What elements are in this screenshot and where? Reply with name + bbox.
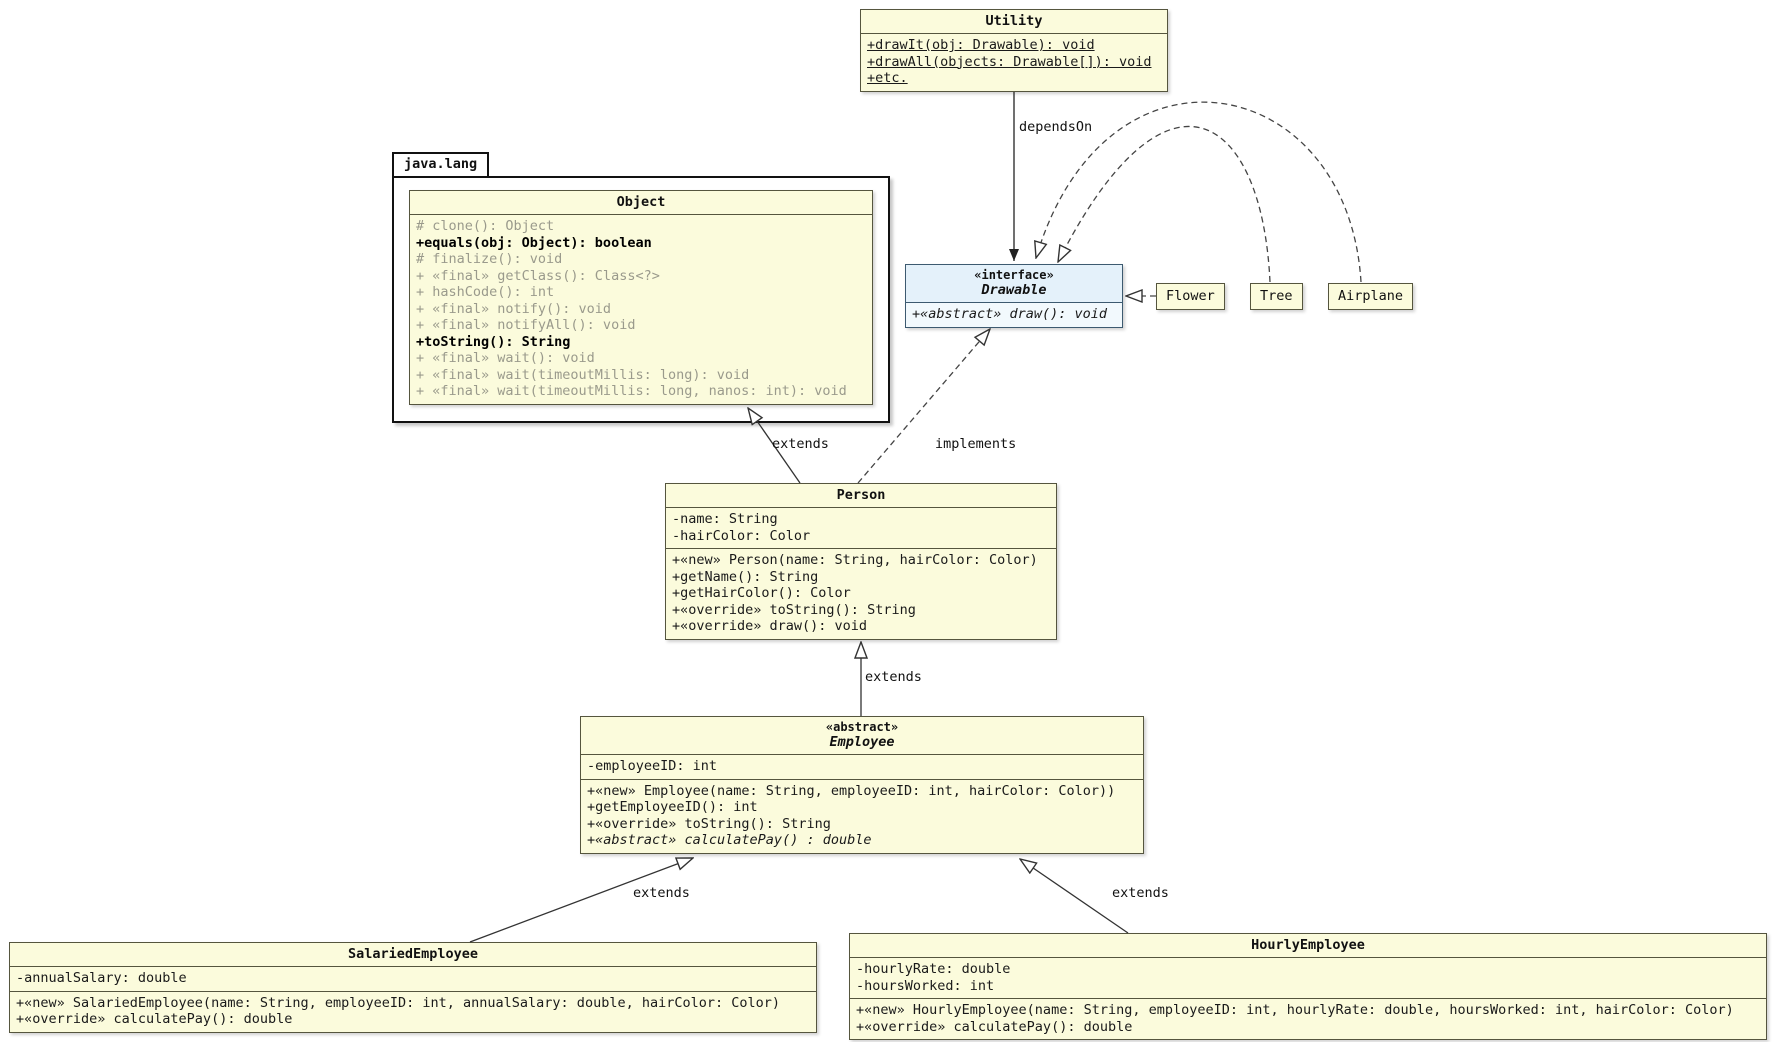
- attribute-row: -annualSalary: double: [16, 970, 187, 986]
- class-name: Employee: [829, 734, 895, 750]
- edge-label-implements: implements: [935, 436, 1017, 452]
- method-row: + «final» notify(): void: [416, 300, 612, 317]
- method-row: + «final» notifyAll(): void: [416, 317, 636, 333]
- class-airplane: Airplane: [1328, 283, 1414, 310]
- method-row: +«new» Person(name: String, hairColor: C…: [672, 552, 1038, 568]
- package-name: java.lang: [404, 156, 478, 172]
- class-title: Flower: [1166, 288, 1215, 304]
- method-row: +«override» calculatePay(): double: [856, 1018, 1133, 1035]
- class-title: HourlyEmployee: [850, 934, 1766, 958]
- edge-label-extends-salaried: extends: [633, 885, 690, 901]
- edge-label-dependson: dependsOn: [1019, 119, 1093, 135]
- methods-section: +«abstract» draw(): void: [906, 303, 1122, 327]
- class-employee: «abstract» Employee -employeeID: int +«n…: [580, 716, 1144, 854]
- method-row: +drawIt(obj: Drawable): void: [867, 37, 1095, 53]
- methods-section: +«new» SalariedEmployee(name: String, em…: [10, 990, 816, 1032]
- class-title: Object: [410, 191, 872, 215]
- class-flower: Flower: [1156, 283, 1225, 310]
- method-row: + «final» wait(): void: [416, 350, 595, 366]
- class-title: Person: [666, 484, 1056, 508]
- method-row: # finalize(): void: [416, 251, 563, 267]
- attribute-row: -name: String: [672, 511, 778, 527]
- method-row: +getName(): String: [672, 568, 819, 585]
- method-row: + «final» getClass(): Class<?>: [416, 267, 660, 284]
- method-row: +etc.: [867, 70, 908, 86]
- methods-section: +drawIt(obj: Drawable): void +drawAll(ob…: [861, 34, 1167, 91]
- class-title: Tree: [1260, 288, 1293, 304]
- method-row: +toString(): String: [416, 333, 571, 350]
- methods-section: # clone(): Object +equals(obj: Object): …: [410, 215, 872, 404]
- method-row: # clone(): Object: [416, 218, 555, 234]
- method-row: +«override» toString(): String: [672, 601, 916, 618]
- method-row: +«override» toString(): String: [587, 815, 831, 832]
- attributes-section: -annualSalary: double: [10, 967, 816, 991]
- attribute-row: -employeeID: int: [587, 758, 718, 774]
- method-row: +drawAll(objects: Drawable[]): void: [867, 53, 1152, 70]
- method-row: +equals(obj: Object): boolean: [416, 234, 652, 251]
- class-title: «interface» Drawable: [906, 265, 1122, 303]
- method-row: +getHairColor(): Color: [672, 585, 851, 601]
- method-row: +getEmployeeID(): int: [587, 799, 758, 815]
- class-salariedemployee: SalariedEmployee -annualSalary: double +…: [9, 942, 817, 1033]
- class-title: SalariedEmployee: [10, 943, 816, 967]
- methods-section: +«new» Person(name: String, hairColor: C…: [666, 548, 1056, 639]
- method-row: +«new» HourlyEmployee(name: String, empl…: [856, 1002, 1734, 1018]
- method-row: + «final» wait(timeoutMillis: long): voi…: [416, 366, 750, 383]
- method-row: + hashCode(): int: [416, 284, 555, 300]
- stereotype-interface: «interface»: [974, 268, 1054, 282]
- method-row: +«override» calculatePay(): double: [16, 1011, 293, 1027]
- class-title: Airplane: [1338, 288, 1404, 304]
- class-title: «abstract» Employee: [581, 717, 1143, 755]
- attributes-section: -employeeID: int: [581, 755, 1143, 779]
- attribute-row: -hairColor: Color: [672, 527, 811, 544]
- class-tree: Tree: [1250, 283, 1303, 310]
- edge-label-extends-employee: extends: [865, 669, 922, 685]
- package-tab-java-lang: java.lang: [392, 152, 490, 176]
- method-row: +«abstract» calculatePay() : double: [587, 832, 872, 848]
- stereotype-abstract: «abstract»: [825, 720, 899, 734]
- method-row: +«new» SalariedEmployee(name: String, em…: [16, 994, 781, 1011]
- attributes-section: -name: String -hairColor: Color: [666, 508, 1056, 548]
- class-object: Object # clone(): Object +equals(obj: Ob…: [409, 190, 873, 405]
- methods-section: +«new» Employee(name: String, employeeID…: [581, 778, 1143, 853]
- edge-label-extends-person: extends: [772, 436, 829, 452]
- interface-name: Drawable: [981, 282, 1047, 298]
- edge-tree-implements-drawable: [1058, 125, 1271, 283]
- class-utility: Utility +drawIt(obj: Drawable): void +dr…: [860, 9, 1168, 92]
- interface-drawable: «interface» Drawable +«abstract» draw():…: [905, 264, 1123, 328]
- attributes-section: -hourlyRate: double -hoursWorked: int: [850, 958, 1766, 998]
- class-hourlyemployee: HourlyEmployee -hourlyRate: double -hour…: [849, 933, 1767, 1040]
- class-person: Person -name: String -hairColor: Color +…: [665, 483, 1057, 640]
- edge-label-extends-hourly: extends: [1112, 885, 1169, 901]
- class-title: Utility: [861, 10, 1167, 34]
- method-row: +«new» Employee(name: String, employeeID…: [587, 782, 1116, 799]
- method-row: +«override» draw(): void: [672, 618, 868, 634]
- attribute-row: -hoursWorked: int: [856, 977, 995, 994]
- methods-section: +«new» HourlyEmployee(name: String, empl…: [850, 998, 1766, 1039]
- method-row: +«abstract» draw(): void: [912, 306, 1108, 322]
- attribute-row: -hourlyRate: double: [856, 961, 1011, 977]
- method-row: + «final» wait(timeoutMillis: long, nano…: [416, 383, 847, 399]
